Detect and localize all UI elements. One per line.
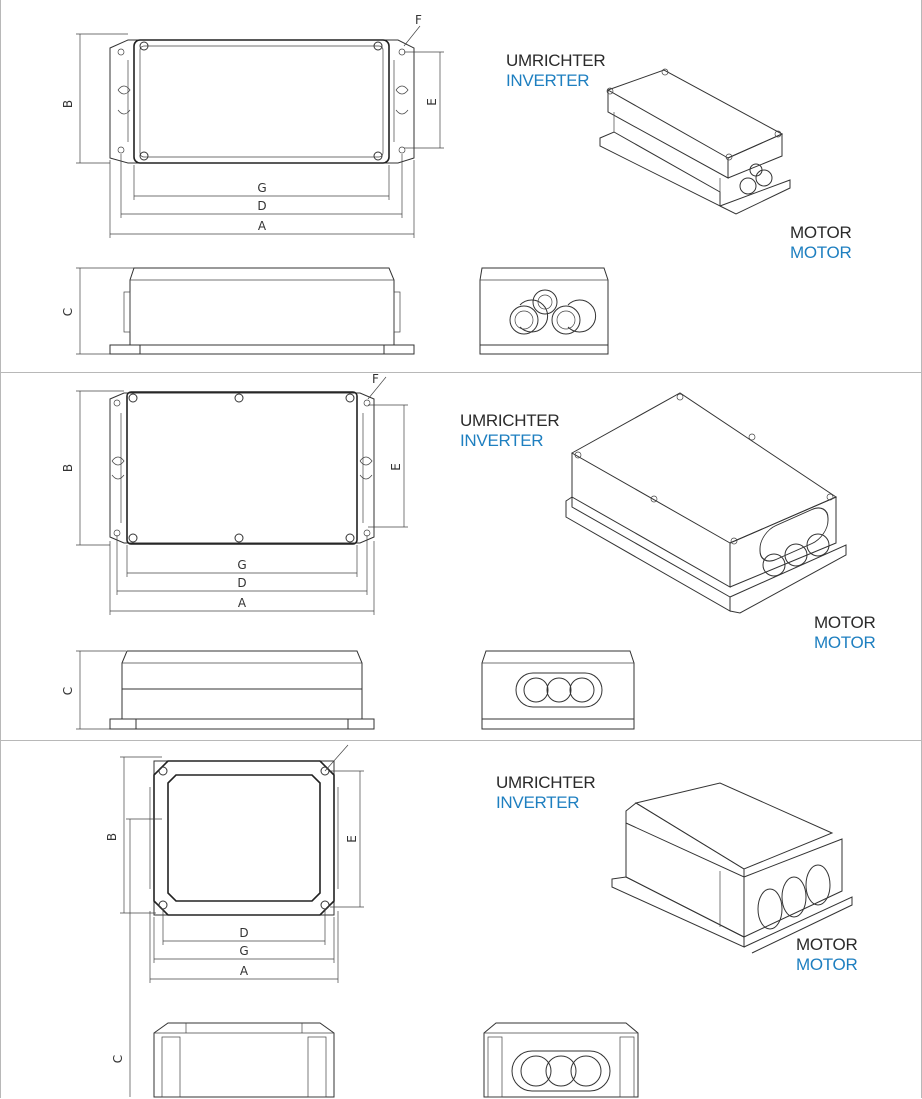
isometric-view [611,782,853,954]
dim-label-d: D [257,199,266,213]
dim-label-d: D [237,576,246,590]
inverter-label-de: UMRICHTER [460,411,560,430]
dim-label-a: A [238,596,247,610]
front-view [481,650,635,730]
dim-label-b: B [61,464,75,472]
inverter-label-de: UMRICHTER [506,51,606,70]
motor-label-en: MOTOR [796,955,858,974]
side-view [109,267,415,355]
motor-label: MOTOR MOTOR [796,935,858,975]
dim-label-g: G [237,558,246,572]
motor-label-de: MOTOR [790,223,852,242]
top-view [149,760,339,916]
dimension-lines [76,25,444,355]
enclosure-panel-square: B E D G A C UMRICHTER [0,740,922,1098]
dim-label-c: C [61,687,75,695]
inverter-label: UMRICHTER INVERTER [460,411,560,451]
dim-label-c: C [61,308,75,316]
dim-label-d: D [239,926,248,940]
front-view [483,1022,639,1098]
dim-label-f: F [415,13,422,27]
dim-label-a: A [240,964,249,978]
inverter-label: UMRICHTER INVERTER [496,773,596,813]
dim-label-f: F [372,373,379,386]
isometric-view [599,68,791,215]
dim-label-g: G [239,944,248,958]
inverter-label: UMRICHTER INVERTER [506,51,606,91]
dimension-lines [120,744,364,1097]
side-view [153,1022,335,1098]
dim-label-b: B [105,833,119,841]
dim-label-g: G [257,181,266,195]
dim-label-c: C [111,1055,125,1063]
enclosure-drawing-square: B E D G A C [105,744,853,1098]
top-view [109,391,375,545]
dim-label-e: E [345,835,359,843]
motor-label: MOTOR MOTOR [790,223,852,263]
enclosure-drawing-medium: B E F G D A C [61,373,847,730]
enclosure-panel-medium: B E F G D A C [0,372,922,740]
inverter-label-en: INVERTER [460,431,544,450]
motor-label-de: MOTOR [796,935,858,954]
dim-label-a: A [258,219,267,233]
dim-label-e: E [425,98,439,106]
dimension-lines [76,376,408,730]
enclosure-drawing-small: B E F G D A C [61,13,791,355]
motor-label-en: MOTOR [790,243,852,262]
inverter-label-en: INVERTER [496,793,580,812]
top-view [109,39,415,164]
motor-label-de: MOTOR [814,613,876,632]
dim-label-b: B [61,100,75,108]
front-view [479,267,609,355]
side-view [109,650,375,730]
motor-label: MOTOR MOTOR [814,613,876,653]
isometric-view [565,392,847,614]
inverter-label-en: INVERTER [506,71,590,90]
inverter-label-de: UMRICHTER [496,773,596,792]
dim-label-e: E [389,463,403,471]
enclosure-panel-small: B E F G D A C [0,0,922,372]
motor-label-en: MOTOR [814,633,876,652]
